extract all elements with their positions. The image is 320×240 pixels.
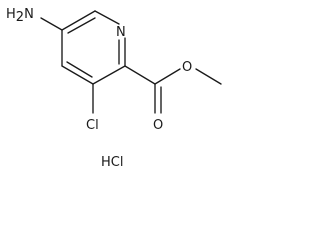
- chlorine-label: Cl: [86, 118, 99, 133]
- bond-c3-c4-inner: [66, 61, 93, 78]
- carbonyl-oxygen-label: O: [153, 118, 163, 133]
- ring-nitrogen-label: N: [116, 25, 126, 40]
- amino-group-label: H2N: [6, 7, 34, 25]
- pyridine-ring: [61, 10, 126, 85]
- bond-c6-n1: [94, 10, 120, 25]
- chemical-structure-diagram: H2N N Cl O O HCl: [6, 7, 222, 170]
- bond-c5-c6: [61, 10, 96, 31]
- hcl-label: HCl: [101, 155, 123, 170]
- bond-c2-carbonyl: [124, 65, 156, 85]
- bond-carbonyl-ester-o: [154, 68, 181, 85]
- bond-c5-c6-inner: [67, 17, 96, 34]
- bond-c2-c3: [92, 65, 126, 85]
- bond-c3-c4: [61, 65, 94, 85]
- bond-ester-o-methyl: [195, 68, 222, 85]
- bond-c5-nh2: [40, 17, 63, 31]
- ester-oxygen-label: O: [182, 60, 192, 75]
